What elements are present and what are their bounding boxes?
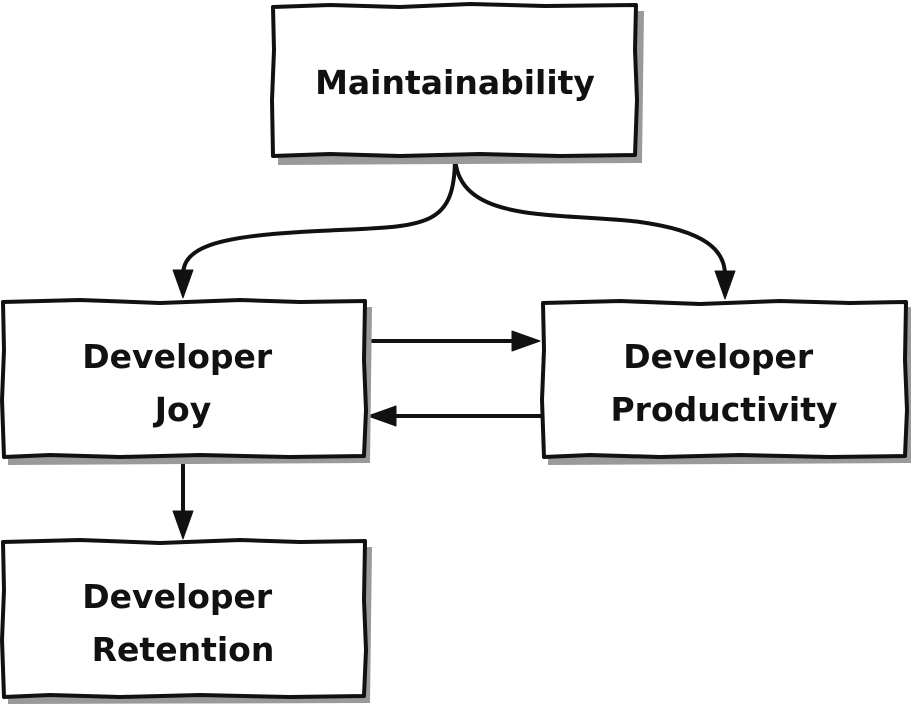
node-developer-joy: Developer Joy bbox=[0, 298, 372, 465]
node-developer-retention: Developer Retention bbox=[0, 538, 372, 704]
edge-joy-to-productivity bbox=[362, 330, 541, 352]
arrowhead-to-productivity bbox=[714, 270, 736, 300]
arrowhead-productivity-to-joy bbox=[367, 405, 397, 427]
edges bbox=[172, 155, 736, 540]
node-label: Maintainability bbox=[315, 63, 595, 102]
node-label-line: Developer bbox=[82, 337, 273, 376]
node-label: Developer Joy bbox=[82, 337, 283, 429]
node-label: Developer Retention bbox=[82, 577, 283, 669]
node-developer-productivity: Developer Productivity bbox=[540, 299, 911, 465]
arrowhead-to-retention bbox=[172, 510, 194, 540]
node-box bbox=[0, 298, 368, 459]
node-label-line: Retention bbox=[92, 630, 275, 669]
node-label-line: Developer bbox=[82, 577, 273, 616]
node-label-line: Developer bbox=[623, 337, 814, 376]
edge-productivity-to-joy bbox=[367, 405, 544, 427]
node-box bbox=[0, 538, 368, 699]
arrowhead-to-joy bbox=[172, 269, 194, 299]
node-box bbox=[270, 2, 639, 158]
node-label-line: Maintainability bbox=[315, 63, 595, 102]
node-label: Developer Productivity bbox=[610, 337, 837, 429]
node-label-line: Joy bbox=[153, 390, 211, 429]
edge-joy-to-retention bbox=[172, 456, 194, 540]
arrowhead-joy-to-productivity bbox=[511, 330, 541, 352]
node-label-line: Productivity bbox=[610, 390, 837, 429]
node-maintainability: Maintainability bbox=[270, 2, 644, 165]
node-box bbox=[540, 299, 909, 459]
edge-maintainability-to-joy bbox=[172, 155, 457, 299]
edge-maintainability-to-productivity bbox=[453, 155, 736, 300]
